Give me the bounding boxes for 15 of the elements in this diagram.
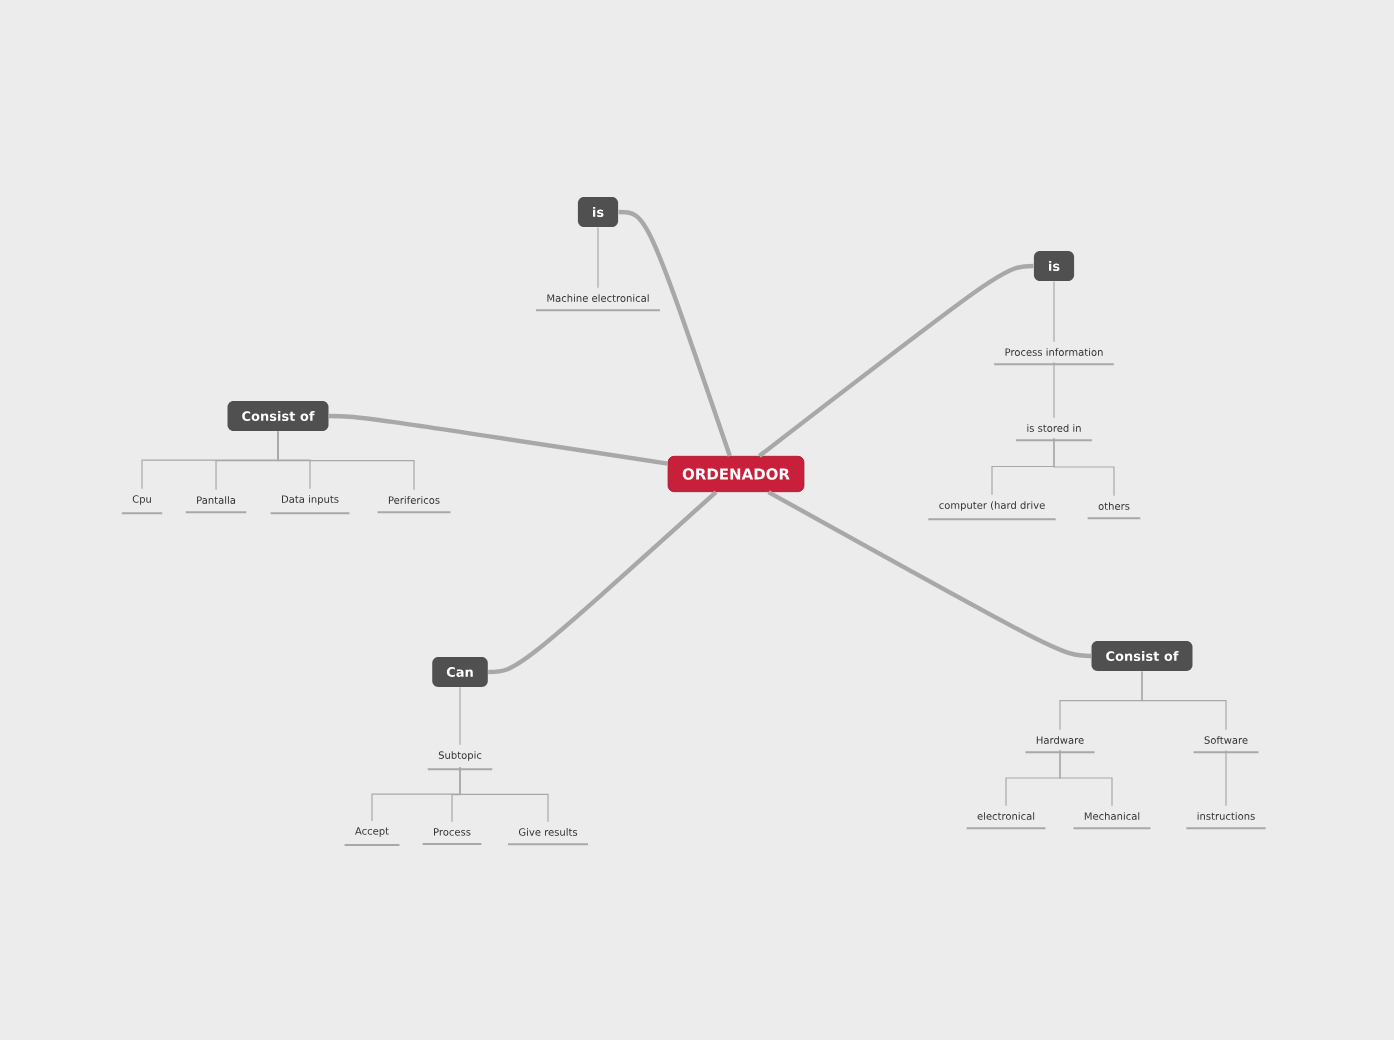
- connector-line: [277, 430, 415, 491]
- connector-line: [1059, 749, 1113, 807]
- connector-line: [1053, 280, 1055, 343]
- branch-line: [767, 490, 1092, 659]
- branch-line: [618, 209, 732, 457]
- branch-line: [328, 413, 668, 466]
- connector-line: [459, 766, 549, 823]
- branch-line: [488, 490, 718, 675]
- connector-line: [1053, 361, 1055, 419]
- connector-line: [1141, 670, 1227, 731]
- connector-line: [459, 686, 461, 746]
- branch-line: [758, 263, 1034, 458]
- connector-line: [1225, 749, 1227, 807]
- connector-line: [1053, 437, 1115, 497]
- connector-line: [597, 226, 599, 289]
